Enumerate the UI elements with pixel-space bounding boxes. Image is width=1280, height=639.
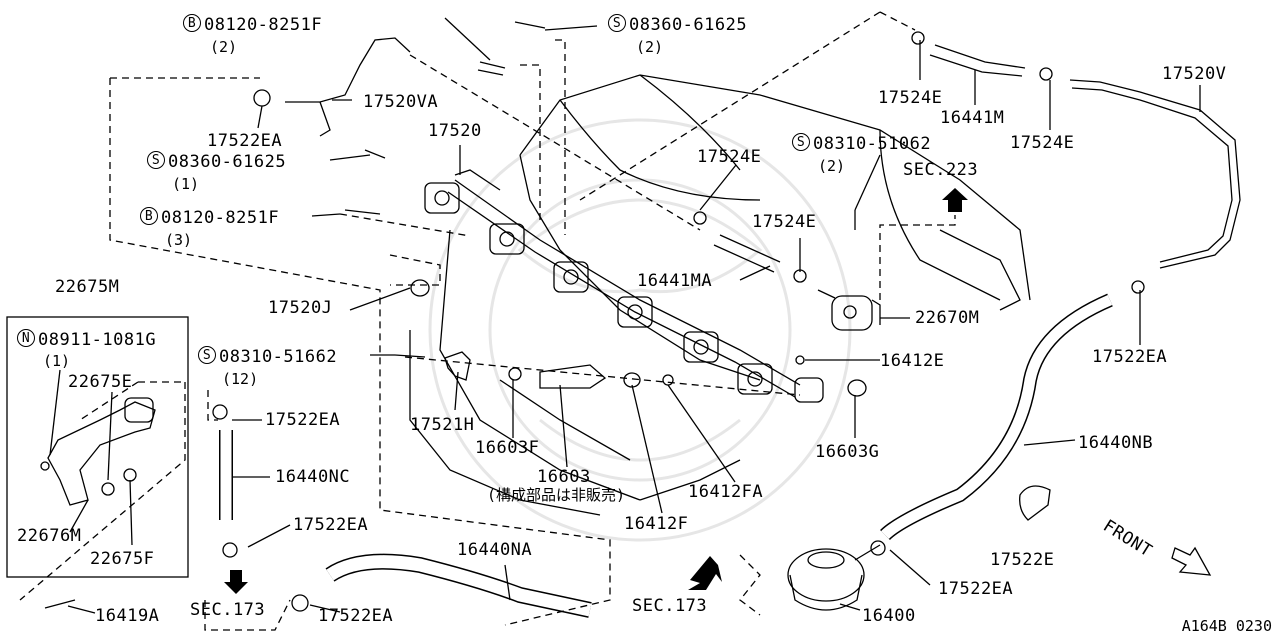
hose-16441ma bbox=[713, 234, 781, 273]
s-badge-icon: S bbox=[792, 133, 810, 151]
intake-manifold-outline bbox=[409, 74, 1031, 516]
label-16441ma: 16441MA bbox=[637, 271, 713, 291]
label-17520va: 17520VA bbox=[363, 92, 439, 112]
label-17520v: 17520V bbox=[1162, 64, 1227, 84]
label-16603g: 16603G bbox=[815, 442, 880, 462]
hose-16441m bbox=[929, 44, 1026, 77]
label-17524e-a: 17524E bbox=[697, 147, 762, 167]
diagram-code: A164B 0230 bbox=[1181, 617, 1272, 635]
label-17522ea-f: 17522EA bbox=[1092, 347, 1168, 367]
hose-16440nb bbox=[880, 293, 1113, 541]
label-17521h: 17521H bbox=[410, 415, 475, 435]
label-16400: 16400 bbox=[862, 606, 916, 626]
qty-b-top: (2) bbox=[210, 38, 238, 56]
arrows bbox=[224, 188, 968, 594]
watermark-emblem bbox=[428, 118, 852, 542]
n-badge-icon: N bbox=[17, 329, 35, 347]
label-17522ea-e: 17522EA bbox=[938, 579, 1014, 599]
label-17522ea-b: 17522EA bbox=[265, 410, 341, 430]
dashed-reference-lines bbox=[19, 11, 956, 631]
label-17524e-b: 17524E bbox=[752, 212, 817, 232]
front-arrow bbox=[1171, 546, 1212, 576]
fuel-filter-16400 bbox=[787, 544, 881, 611]
note-not-for-sale: (構成部品は非販売) bbox=[487, 486, 626, 504]
label-22675f: 22675F bbox=[90, 549, 155, 569]
grommet-17520j bbox=[410, 279, 430, 297]
label-16440na: 16440NA bbox=[457, 540, 533, 560]
label-17520j: 17520J bbox=[268, 298, 333, 318]
label-16440nb: 16440NB bbox=[1078, 433, 1154, 453]
label-17520: 17520 bbox=[428, 121, 482, 141]
inset-pressure-sensor bbox=[40, 397, 156, 506]
b-badge-icon: B bbox=[183, 14, 201, 32]
fuel-injector-16603 bbox=[508, 355, 867, 397]
label-16412e: 16412E bbox=[880, 351, 945, 371]
s-badge-icon: S bbox=[608, 14, 626, 32]
label-16441m: 16441M bbox=[940, 108, 1005, 128]
label-16419a: 16419A bbox=[95, 606, 160, 626]
fuel-pipe-17520v bbox=[1069, 79, 1241, 269]
b-badge-icon: B bbox=[140, 207, 158, 225]
bracket-17521h bbox=[444, 351, 471, 381]
qty-n: (1) bbox=[43, 352, 71, 370]
bolts bbox=[44, 21, 856, 609]
s-badge-icon: S bbox=[147, 151, 165, 169]
label-16603f: 16603F bbox=[475, 438, 540, 458]
label-16440nc: 16440NC bbox=[275, 467, 351, 487]
label-17522ea-d: 17522EA bbox=[318, 606, 394, 626]
qty-s-mid: (1) bbox=[172, 175, 200, 193]
leader-lines bbox=[49, 17, 1201, 614]
qty-b-mid: (3) bbox=[165, 231, 193, 249]
label-22675e: 22675E bbox=[68, 372, 133, 392]
label-sec173-mid: SEC.173 bbox=[632, 596, 708, 616]
label-22676m: 22676M bbox=[17, 526, 82, 546]
label-17524e-c: 17524E bbox=[878, 88, 943, 108]
qty-s-51062: (2) bbox=[818, 157, 846, 175]
qty-s-top: (2) bbox=[636, 38, 664, 56]
clamps bbox=[212, 31, 1145, 612]
label-17524e-d: 17524E bbox=[1010, 133, 1075, 153]
qty-s-51662: (12) bbox=[222, 370, 259, 388]
s-badge-icon: S bbox=[198, 346, 216, 364]
label-16412f: 16412F bbox=[624, 514, 689, 534]
inset-box-22675m bbox=[6, 316, 189, 578]
label-sec173-left: SEC.173 bbox=[190, 600, 266, 620]
label-22670m: 22670M bbox=[915, 308, 980, 328]
label-17522ea-a: 17522EA bbox=[207, 131, 283, 151]
label-sec223: SEC.223 bbox=[903, 160, 979, 180]
label-16603: 16603 bbox=[537, 467, 591, 487]
fuel-rail bbox=[424, 169, 824, 403]
label-17522e: 17522E bbox=[990, 550, 1055, 570]
label-22675m: 22675M bbox=[55, 277, 120, 297]
label-17522ea-c: 17522EA bbox=[293, 515, 369, 535]
label-16412fa: 16412FA bbox=[688, 482, 764, 502]
